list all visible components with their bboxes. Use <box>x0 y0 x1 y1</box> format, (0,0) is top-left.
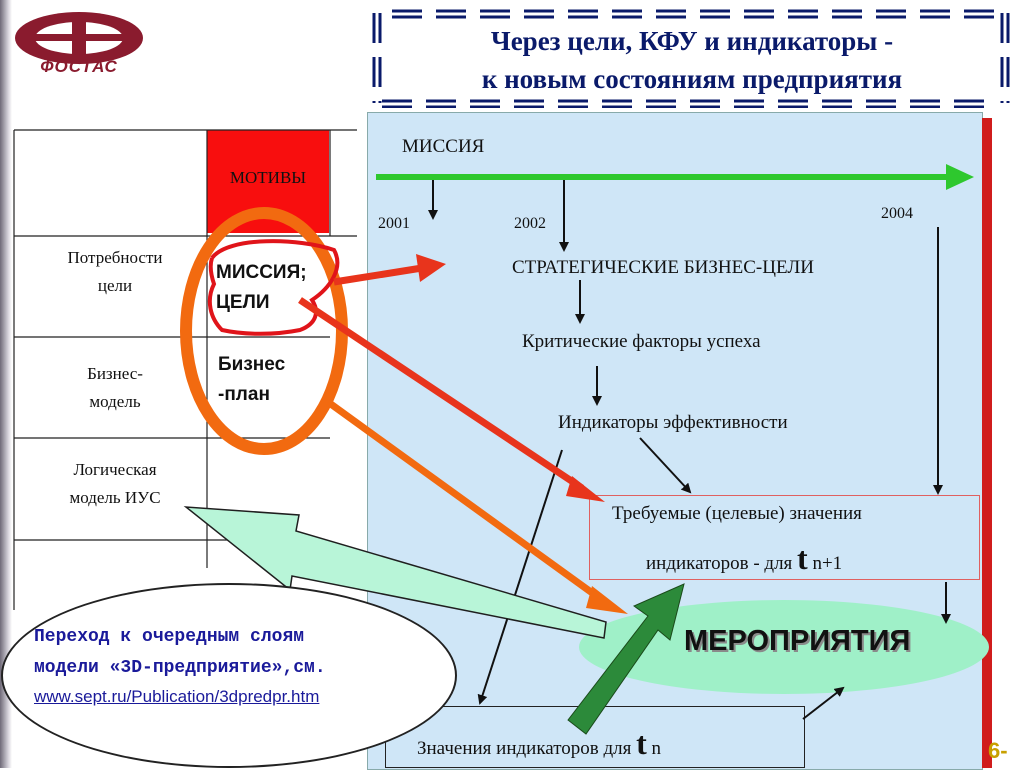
year-2004: 2004 <box>881 205 913 222</box>
measures-label: МЕРОПРИЯТИЯ <box>684 625 911 657</box>
red-side-bar <box>982 118 992 768</box>
mission-label: МИССИЯ <box>402 136 485 157</box>
row-needs-goals-line2: цели <box>97 276 133 295</box>
note-line2: модели «3D-предприятие»,см. <box>34 658 326 678</box>
target-n-plus-1: n+1 <box>807 553 843 574</box>
target-values-line2: индикаторов - для t n+1 <box>646 540 842 577</box>
critical-factors-label: Критические факторы успеха <box>522 331 761 352</box>
logo-text: ФОСТАС <box>40 57 118 76</box>
note-link[interactable]: www.sept.ru/Publication/3dpredpr.htm <box>34 687 320 706</box>
indicator-values-label: Значения индикаторов для t n <box>417 725 661 762</box>
note-ellipse <box>1 583 457 768</box>
left-gradient-strip <box>0 0 12 768</box>
mission-goals-line1: МИССИЯ; <box>216 262 307 283</box>
business-plan-line2: -план <box>218 384 270 405</box>
year-2002: 2002 <box>514 215 546 232</box>
business-plan-line1: Бизнес <box>218 354 286 375</box>
target-values-line1: Требуемые (целевые) значения <box>612 503 862 524</box>
values-n: n <box>646 738 662 759</box>
slide-title-line2: к новым состояниям предприятия <box>481 64 903 94</box>
slide-title-line1: Через цели, КФУ и индикаторы - <box>490 26 894 56</box>
target-t-symbol: t <box>797 540 808 576</box>
fostas-logo <box>15 12 143 64</box>
year-2001: 2001 <box>378 215 410 232</box>
indicator-values-prefix: Значения индикаторов для <box>417 738 637 759</box>
row-business-model-line1: Бизнес- <box>87 364 143 383</box>
row-logical-model-line1: Логическая <box>73 460 157 479</box>
strategic-goals-label: СТРАТЕГИЧЕСКИЕ БИЗНЕС-ЦЕЛИ <box>512 257 814 278</box>
mission-goals-line2: ЦЕЛИ <box>216 292 270 313</box>
row-needs-goals-line1: Потребности <box>67 248 163 267</box>
note-line1: Переход к очередным слоям <box>34 627 305 647</box>
target-values-prefix: индикаторов - для <box>646 553 798 574</box>
row-business-model-line2: модель <box>89 392 141 411</box>
values-t-symbol: t <box>636 725 647 761</box>
indicators-label: Индикаторы эффективности <box>558 412 788 433</box>
title-frame <box>372 9 1010 108</box>
row-logical-model-line2: модель ИУС <box>69 488 161 507</box>
page-number: 6- <box>988 738 1008 763</box>
motives-label: МОТИВЫ <box>229 168 307 187</box>
